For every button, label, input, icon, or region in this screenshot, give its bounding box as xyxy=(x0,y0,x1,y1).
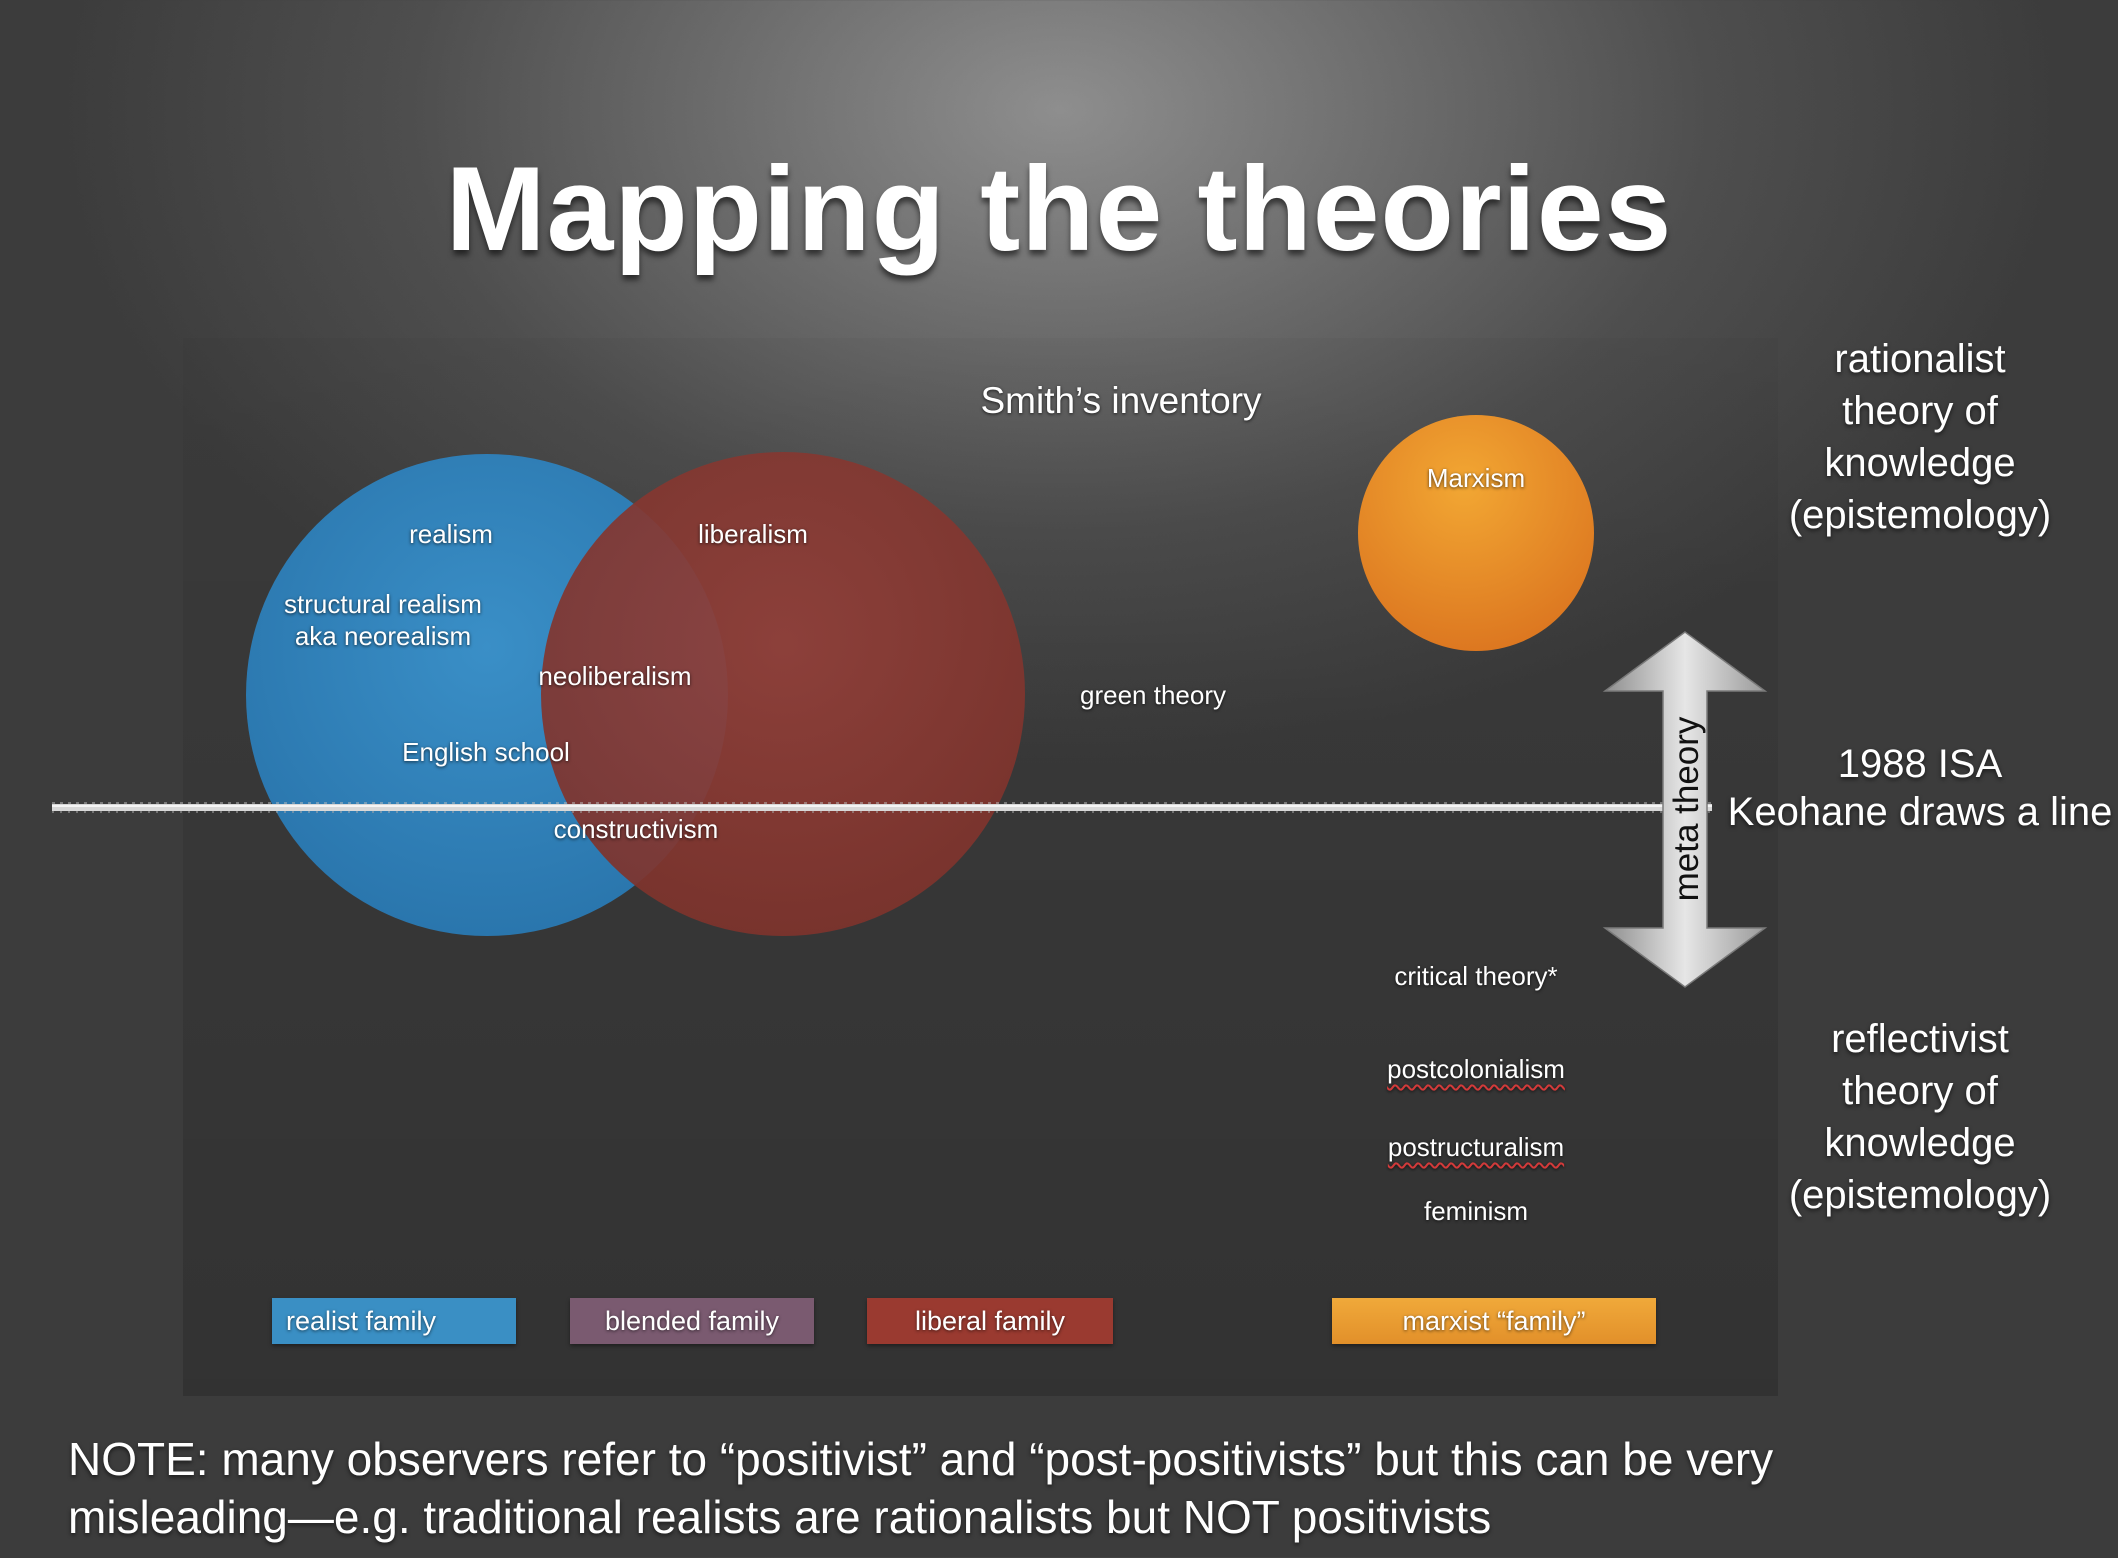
keohane-line xyxy=(52,802,1712,813)
label-liberalism: liberalism xyxy=(698,519,808,549)
footnote-line-1: NOTE: many observers refer to “positivis… xyxy=(68,1433,1774,1485)
meta-theory-label: meta theory xyxy=(1667,716,1706,902)
page-title: Mapping the theories xyxy=(445,142,1673,276)
label-green-theory: green theory xyxy=(1080,680,1226,710)
label-postcolonialism: postcolonialism xyxy=(1387,1054,1565,1084)
label-structural-realism: structural realism xyxy=(284,589,482,619)
legend-liberal-family: liberal family xyxy=(867,1298,1113,1344)
footnote-line-2: misleading—e.g. traditional realists are… xyxy=(68,1491,1492,1543)
keohane-label: 1988 ISA Keohane draws a line xyxy=(1727,742,2113,834)
rationalist-label: rationalist theory of knowledge (epistem… xyxy=(1788,337,2052,537)
liberalism-circle xyxy=(541,452,1025,936)
label-marxism: Marxism xyxy=(1426,463,1526,493)
label-feminism: feminism xyxy=(1423,1196,1528,1226)
label-neorealism: aka neorealism xyxy=(294,621,472,651)
meta-theory-arrow xyxy=(1602,631,1768,988)
label-constructivism: constructivism xyxy=(553,814,719,844)
legend-blended-family: blended family xyxy=(570,1298,814,1344)
smiths-inventory-label: Smith’s inventory xyxy=(980,380,1262,421)
label-critical-theory: critical theory* xyxy=(1394,961,1558,991)
label-english-school: English school xyxy=(402,737,570,767)
legend-realist-family: realist family xyxy=(272,1298,516,1344)
reflectivist-label: reflectivist theory of knowledge (episte… xyxy=(1788,1017,2052,1217)
legend-marxist-family: marxist “family” xyxy=(1332,1298,1656,1344)
label-neoliberalism: neoliberalism xyxy=(538,661,692,691)
footnote: NOTE: many observers refer to “positivis… xyxy=(68,1430,2098,1546)
marxism-circle xyxy=(1358,415,1594,651)
label-postructuralism: postructuralism xyxy=(1387,1132,1565,1162)
label-realism: realism xyxy=(409,519,493,549)
